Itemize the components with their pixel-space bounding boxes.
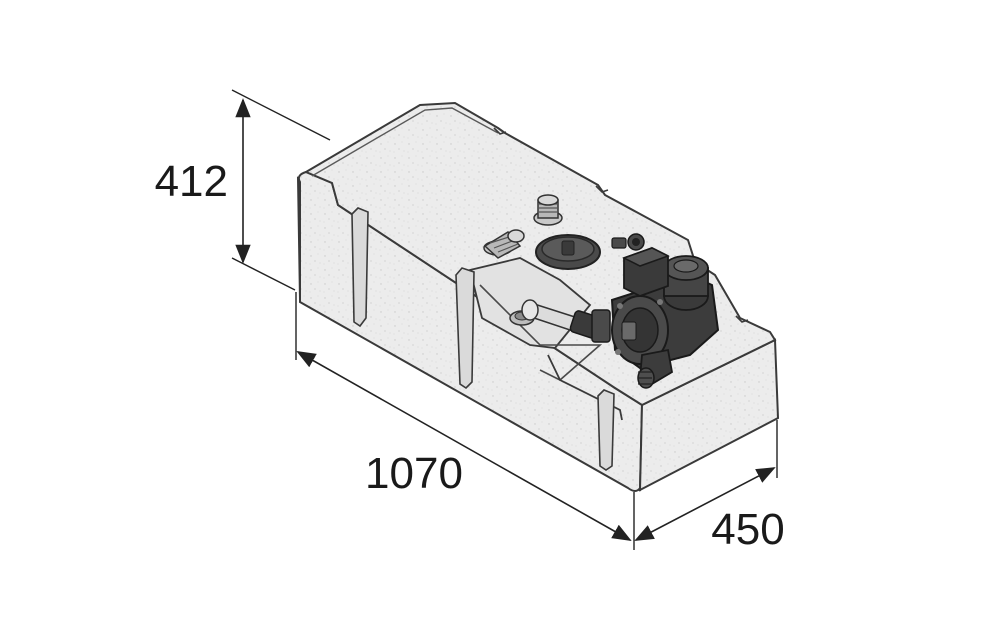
top-notch bbox=[735, 315, 749, 323]
macerator-pump bbox=[521, 233, 720, 389]
pump-junction-box bbox=[611, 233, 670, 297]
height-label: 412 bbox=[155, 157, 228, 206]
top-notch bbox=[493, 127, 507, 135]
tank-top-ridge bbox=[311, 107, 499, 177]
length-dimension: 1070 bbox=[295, 292, 635, 550]
height-dimension: 412 bbox=[155, 89, 331, 291]
strap-groove-3 bbox=[597, 389, 615, 471]
width-label: 450 bbox=[711, 505, 784, 554]
inspection-lid bbox=[535, 234, 601, 270]
strap-groove-2 bbox=[455, 267, 475, 390]
top-notch bbox=[595, 185, 609, 193]
length-label: 1070 bbox=[365, 449, 463, 498]
pump-motor-cap bbox=[663, 255, 709, 311]
strap-groove-1 bbox=[351, 207, 369, 328]
width-dimension: 450 bbox=[634, 420, 785, 554]
hose-fitting-side bbox=[483, 229, 525, 259]
hose-fitting-top bbox=[533, 194, 563, 226]
pump-outlet-elbow bbox=[637, 348, 673, 389]
